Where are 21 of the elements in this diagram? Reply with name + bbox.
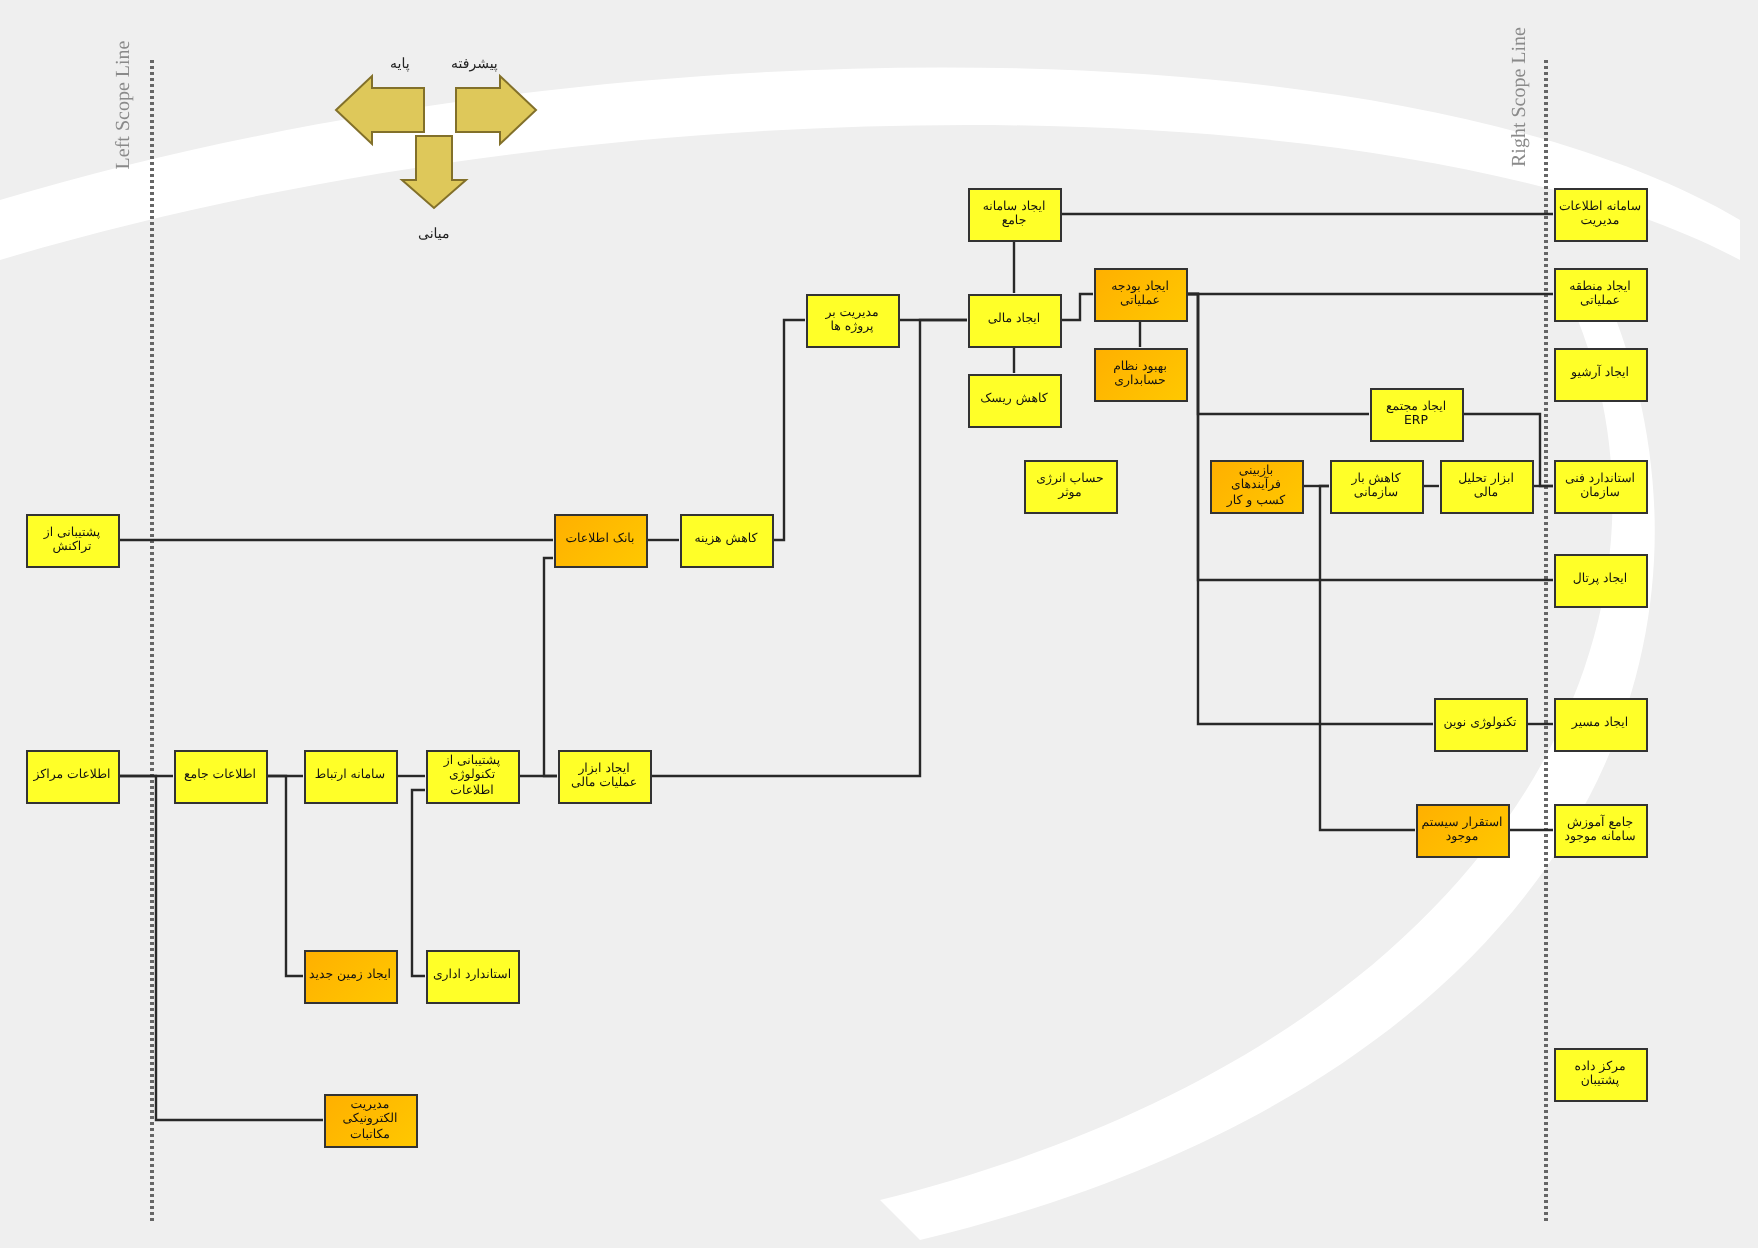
connector-line bbox=[1012, 347, 1016, 373]
scope-label: Left Scope Line bbox=[113, 39, 136, 169]
connector-line bbox=[1318, 484, 1415, 832]
connector-line bbox=[1527, 722, 1553, 726]
connector-line bbox=[1509, 828, 1553, 832]
connector-line bbox=[1533, 484, 1553, 488]
connector-line bbox=[1138, 321, 1142, 347]
connector-line bbox=[1061, 292, 1093, 322]
connector-line bbox=[1187, 292, 1369, 416]
connector-line bbox=[119, 774, 323, 1122]
connector-line bbox=[647, 538, 679, 542]
connector-line bbox=[1061, 212, 1553, 216]
connector-line bbox=[397, 774, 425, 778]
scope-label: Right Scope Line bbox=[1509, 26, 1531, 166]
connector-line bbox=[542, 556, 557, 778]
connector-line bbox=[119, 538, 553, 542]
connector-line bbox=[1012, 241, 1016, 293]
connector-line bbox=[651, 318, 967, 778]
connector-line bbox=[773, 318, 805, 542]
connector-line bbox=[410, 788, 425, 978]
connector-line bbox=[267, 774, 303, 978]
